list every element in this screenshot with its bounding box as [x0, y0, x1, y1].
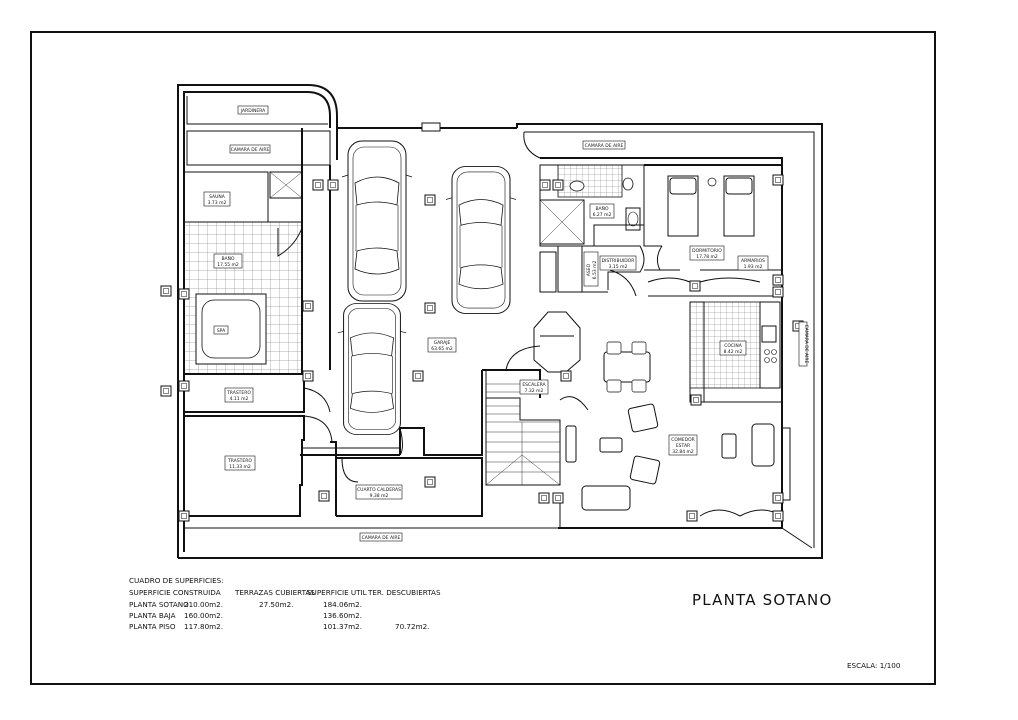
table-cell: 184.06m2. — [323, 600, 362, 609]
surfaces-col-util: SUPERFICIE UTIL — [307, 588, 367, 597]
svg-text:COCINA: COCINA — [724, 343, 743, 349]
svg-text:9.38 m2: 9.38 m2 — [370, 493, 389, 499]
room-label-spa: SPA — [213, 325, 229, 335]
svg-text:DISTRIBUIDOR: DISTRIBUIDOR — [602, 258, 635, 264]
room-label-bano-small: BAÑO 6.27 m2 — [589, 203, 615, 219]
table-cell: 117.80m2. — [184, 622, 223, 631]
svg-text:ARMARIOS: ARMARIOS — [741, 258, 765, 264]
surfaces-col-terrazas: TERRAZAS CUBIERTAS — [234, 588, 315, 597]
table-cell: 160.00m2. — [184, 611, 223, 620]
room-label-garaje: GARAJE 63.65 m2 — [427, 337, 457, 353]
svg-text:GARAJE: GARAJE — [434, 340, 451, 346]
table-cell: 210.00m2. — [184, 600, 223, 609]
car-2 — [445, 165, 517, 315]
room-label-camara-right: CAMARA DE AIRE — [798, 321, 809, 367]
surfaces-col-descubiertas: TER. DESCUBIERTAS — [367, 588, 441, 597]
svg-text:SPA: SPA — [217, 328, 226, 334]
svg-text:SAUNA: SAUNA — [209, 194, 226, 200]
svg-text:ESCALERA: ESCALERA — [522, 382, 546, 388]
car-3 — [337, 302, 407, 436]
surfaces-heading: CUADRO DE SUPERFICIES: — [129, 576, 224, 585]
svg-text:BAÑO: BAÑO — [595, 205, 609, 212]
sheet-border — [30, 31, 936, 685]
table-row: PLANTA SOTANO — [129, 600, 189, 609]
svg-text:63.65 m2: 63.65 m2 — [431, 346, 453, 352]
svg-text:TRASTERO: TRASTERO — [226, 390, 251, 396]
room-label-comedor: COMEDOR ESTAR 32.84 m2 — [668, 434, 698, 456]
svg-text:8.42 m2: 8.42 m2 — [724, 349, 743, 355]
svg-text:CAMARA DE AIRE: CAMARA DE AIRE — [803, 325, 809, 364]
room-label-camara-bottom: CAMARA DE AIRE — [359, 532, 403, 542]
room-label-cocina: COCINA 8.42 m2 — [719, 340, 747, 356]
svg-text:TRASTERO: TRASTERO — [227, 458, 252, 464]
svg-text:COMEDOR: COMEDOR — [671, 437, 695, 443]
right-wing-walls — [178, 123, 823, 559]
svg-text:7.32 m2: 7.32 m2 — [525, 388, 544, 394]
svg-text:CUARTO CALDERAS: CUARTO CALDERAS — [357, 487, 401, 493]
table-cell: 27.50m2. — [259, 600, 293, 609]
svg-text:11.33 m2: 11.33 m2 — [229, 464, 251, 470]
left-wing-walls — [177, 84, 338, 558]
svg-text:3.15 m2: 3.15 m2 — [609, 264, 628, 270]
svg-text:3.73 m2: 3.73 m2 — [208, 200, 227, 206]
svg-text:ASEO: ASEO — [586, 263, 592, 276]
svg-text:4.11 m2: 4.11 m2 — [230, 396, 249, 402]
svg-text:6.27 m2: 6.27 m2 — [593, 212, 612, 218]
room-label-camara-top-right: CAMARA DE AIRE — [582, 140, 626, 150]
room-label-sauna: SAUNA 3.73 m2 — [203, 191, 231, 207]
room-label-escalera: ESCALERA 7.32 m2 — [519, 379, 549, 395]
table-cell: 70.72m2. — [395, 622, 429, 631]
svg-text:1.93 m2: 1.93 m2 — [744, 264, 763, 270]
svg-text:CAMARA DE AIRE: CAMARA DE AIRE — [362, 535, 401, 541]
svg-text:6.53 m2: 6.53 m2 — [592, 261, 598, 280]
surfaces-col-construida: SUPERFICIE CONSTRUIDA — [129, 588, 221, 597]
plan-scale: ESCALA: 1/100 — [847, 661, 901, 670]
room-label-dormitorio: DORMITORIO 17.78 m2 — [689, 245, 725, 261]
car-1 — [341, 140, 413, 302]
room-label-jardinera: JARDINERA — [237, 105, 269, 115]
table-cell: 136.60m2. — [323, 611, 362, 620]
svg-text:CAMARA DE AIRE: CAMARA DE AIRE — [585, 143, 624, 149]
table-cell: 101.37m2. — [323, 622, 362, 631]
table-row: PLANTA BAJA — [129, 611, 176, 620]
svg-text:32.84 m2: 32.84 m2 — [672, 449, 694, 455]
room-label-trastero-small: TRASTERO 4.11 m2 — [224, 387, 254, 403]
room-label-distribuidor: DISTRIBUIDOR 3.15 m2 — [599, 255, 637, 271]
room-label-aseo: ASEO 6.53 m2 — [583, 251, 599, 287]
svg-text:BAÑO: BAÑO — [221, 255, 235, 262]
room-label-cuarto-calderas: CUARTO CALDERAS 9.38 m2 — [355, 484, 403, 500]
svg-text:17.78 m2: 17.78 m2 — [696, 254, 718, 260]
room-label-camara-top-left: CAMARA DE AIRE — [229, 144, 271, 154]
surfaces-table: CUADRO DE SUPERFICIES: SUPERFICIE CONSTR… — [129, 576, 441, 631]
room-label-bano-big: BAÑO 17.55 m2 — [213, 253, 243, 269]
room-label-armarios: ARMARIOS 1.93 m2 — [737, 255, 769, 271]
svg-text:ESTAR: ESTAR — [676, 443, 690, 449]
room-label-trastero-big: TRASTERO 11.33 m2 — [224, 455, 256, 471]
table-row: PLANTA PISO — [129, 622, 176, 631]
svg-text:17.55 m2: 17.55 m2 — [217, 262, 239, 268]
svg-text:JARDINERA: JARDINERA — [240, 108, 266, 114]
svg-text:CAMARA DE AIRE: CAMARA DE AIRE — [231, 147, 270, 153]
svg-text:DORMITORIO: DORMITORIO — [692, 248, 722, 254]
plan-title: PLANTA SOTANO — [692, 591, 832, 609]
